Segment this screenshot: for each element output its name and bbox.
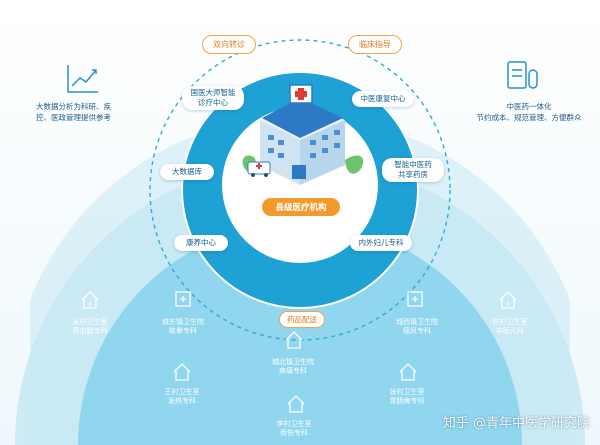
clinic-wang-label: 王村卫生室 发热专科 (164, 388, 200, 405)
clinic-chengbei-label: 城北镇卫生院 疼痛专科 (272, 358, 314, 375)
clinic-li-label: 李村卫生室 骨伤专科 (276, 420, 312, 437)
clinic-icons (81, 291, 517, 413)
big-data-node: 大数据库 (160, 164, 214, 180)
ring-divider (181, 71, 419, 309)
medicine-icon (507, 61, 538, 89)
county-hospital-label: 县级医疗机构 (262, 198, 340, 216)
tcm-integration-note: 中医药一体化 节约成本、规范管理、方便群众 (476, 102, 582, 122)
drug-distribution-tag: 药品配送 (279, 311, 325, 328)
obgyn-node: 内外妇儿专科 (350, 235, 412, 251)
expert-center-node: 国医大师智能 诊疗中心 (182, 86, 244, 110)
watermark: 知乎 @青年中医学研究院 (442, 416, 590, 431)
clinic-chengxi-label: 城西镇卫生院 痛风专科 (396, 318, 438, 335)
clinic-chengdong-label: 城东镇卫生院 眩晕专科 (162, 318, 204, 335)
clinical-guidance-tag: 临床指导 (348, 35, 402, 54)
rehab-center-node: 中医康复中心 (352, 91, 414, 107)
two-way-referral-tag: 双向转诊 (202, 35, 256, 54)
clinic-wu-label: 吴村卫生室 高血脂专科 (72, 318, 108, 335)
care-center-node: 康养中心 (174, 235, 228, 251)
clinic-zhao-label: 赵村卫生室 中医儿科 (492, 318, 528, 335)
middle-band (78, 223, 522, 445)
ambulance-icon (247, 161, 271, 177)
big-data-analysis-note: 大数据分析为科研、疾 控、医政管理提供参考 (36, 102, 111, 122)
hospital-building (242, 84, 364, 185)
trend-chart-icon (67, 65, 98, 93)
pharmacy-node: 智能中医药 共享药房 (382, 158, 444, 182)
clinic-zhang-label: 张村卫生室 胃肠病专科 (389, 388, 425, 405)
